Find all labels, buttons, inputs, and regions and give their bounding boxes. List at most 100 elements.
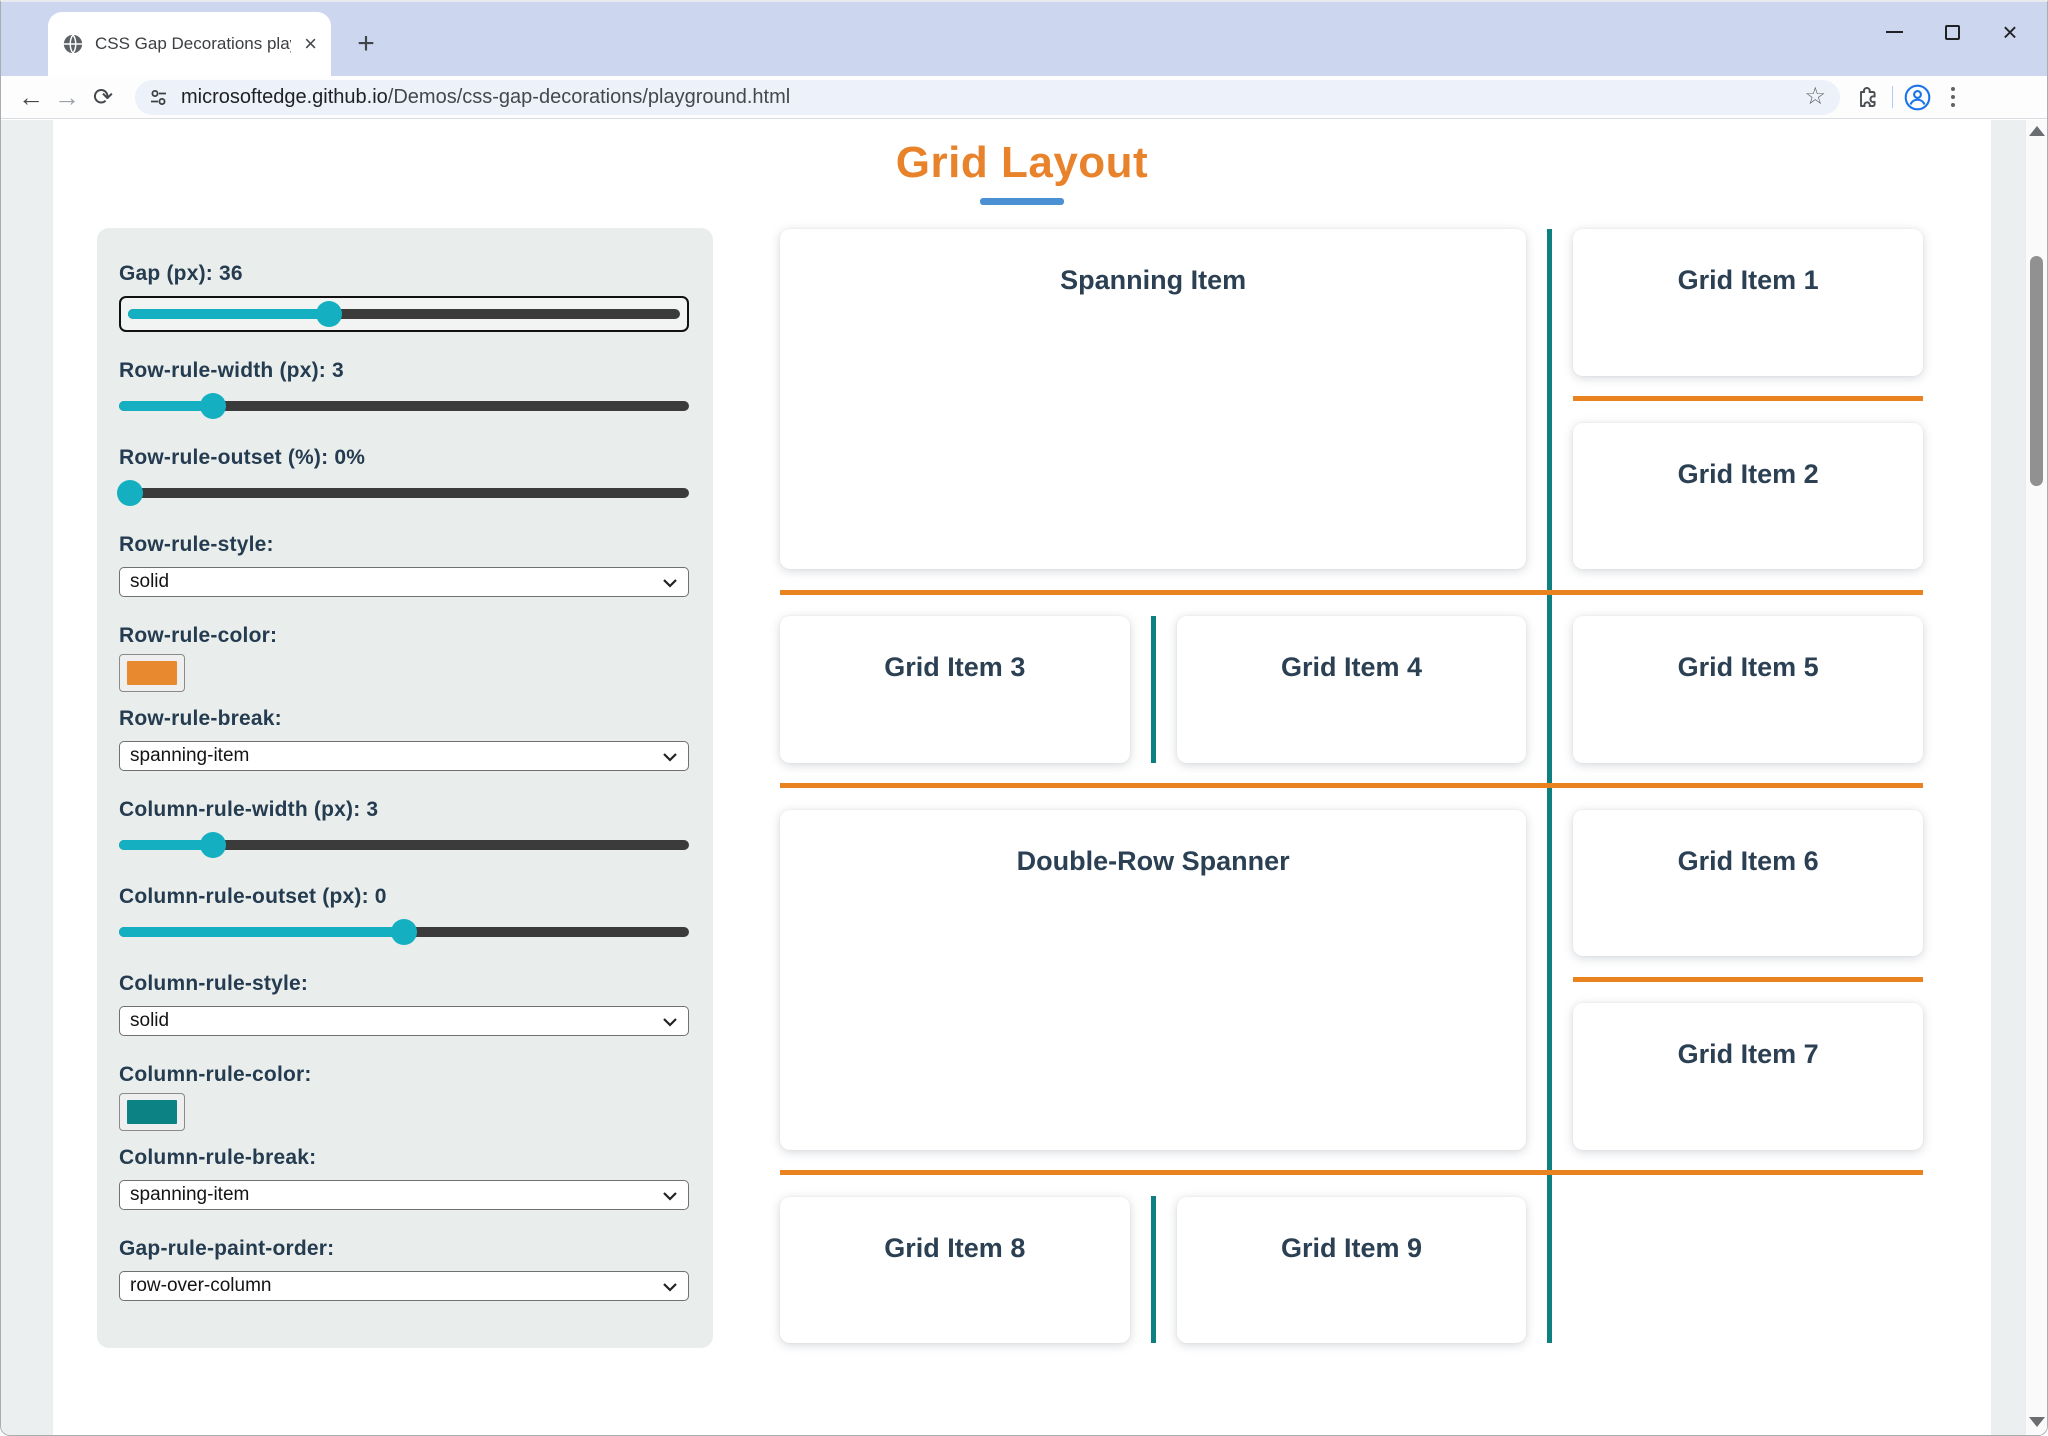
tab-title: CSS Gap Decorations playground <box>95 34 291 53</box>
window-minimize-button[interactable] <box>1865 2 1923 62</box>
row-rule-4 <box>1573 977 1923 982</box>
slider-thumb[interactable] <box>316 301 343 327</box>
row-rule-3 <box>780 783 1923 788</box>
back-icon: ← <box>18 81 44 112</box>
profile-button[interactable] <box>1899 79 1935 115</box>
column-rule-color-control: Column-rule-color: <box>119 1063 689 1131</box>
profile-avatar-icon <box>1904 84 1930 110</box>
row-rule-outset-slider[interactable] <box>117 480 689 506</box>
selected-value: spanning-item <box>130 1184 250 1205</box>
scroll-down-icon[interactable] <box>2029 1417 2045 1427</box>
row-rule-color-control: Row-rule-color: <box>119 624 689 692</box>
row-rule-color-picker[interactable] <box>119 654 185 692</box>
puzzle-icon <box>1860 87 1876 107</box>
scroll-up-icon[interactable] <box>2029 126 2045 136</box>
row-rule-style-label: Row-rule-style: <box>119 533 274 556</box>
slider-thumb[interactable] <box>117 480 144 506</box>
slider-thumb[interactable] <box>200 393 227 419</box>
row-rule-1 <box>1573 396 1923 401</box>
page-title: Grid Layout <box>895 138 1149 187</box>
row-rule-style-select[interactable]: solid <box>119 567 689 597</box>
grid-item-8: Grid Item 8 <box>780 1196 1130 1343</box>
browser-tab[interactable]: CSS Gap Decorations playground × <box>48 12 331 76</box>
slider-thumb[interactable] <box>200 832 227 858</box>
column-rule-outset-control: Column-rule-outset (px): 0 <box>119 885 689 945</box>
page-content: Grid Layout Gap (px): 36 Row-rule-width … <box>53 120 1991 1435</box>
grid-demo-area: Spanning Item Grid Item 1 Grid Item 2 Gr… <box>780 229 1923 1343</box>
selected-value: solid <box>130 1010 170 1031</box>
column-rule-style-label: Column-rule-style: <box>119 972 309 995</box>
title-underline <box>980 198 1064 205</box>
reload-button[interactable]: ⟳ <box>85 79 121 115</box>
column-rule-style-select[interactable]: solid <box>119 1006 689 1036</box>
bookmark-star-icon[interactable]: ☆ <box>1804 83 1826 110</box>
site-info-icon[interactable] <box>149 88 168 107</box>
gap-slider[interactable] <box>128 301 680 327</box>
window-maximize-button[interactable] <box>1923 2 1981 62</box>
grid-item-5: Grid Item 5 <box>1573 616 1923 763</box>
vertical-scrollbar[interactable] <box>2025 120 2047 1435</box>
column-rule-color-swatch <box>127 1100 177 1124</box>
forward-button[interactable]: → <box>49 79 85 115</box>
slider-thumb[interactable] <box>391 919 417 945</box>
grid-item-6: Grid Item 6 <box>1573 809 1923 956</box>
column-rule-break-control: Column-rule-break: spanning-item <box>119 1146 689 1210</box>
column-rule-color-picker[interactable] <box>119 1093 185 1131</box>
chevron-down-icon <box>662 1015 678 1029</box>
row-rule-width-slider[interactable] <box>119 393 689 419</box>
scrollbar-thumb[interactable] <box>2030 256 2043 486</box>
column-rule-outset-label: Column-rule-outset (px): 0 <box>119 885 387 908</box>
row-rule-outset-label: Row-rule-outset (%): 0% <box>119 446 366 469</box>
column-rule-width-slider[interactable] <box>119 832 689 858</box>
back-button[interactable]: ← <box>13 79 49 115</box>
gap-rule-paint-order-select[interactable]: row-over-column <box>119 1271 689 1301</box>
grid-item-9: Grid Item 9 <box>1176 1196 1527 1343</box>
row-rule-width-label: Row-rule-width (px): 3 <box>119 359 344 382</box>
globe-favicon-icon <box>62 33 84 55</box>
chevron-down-icon <box>662 576 678 590</box>
url-path: /Demos/css-gap-decorations/playground.ht… <box>387 85 791 108</box>
toolbar-right-cluster <box>1850 79 1971 115</box>
new-tab-button[interactable]: + <box>357 27 375 60</box>
chevron-down-icon <box>662 1280 678 1294</box>
kebab-menu-icon <box>1951 87 1955 107</box>
browser-menu-button[interactable] <box>1935 79 1971 115</box>
page-area: Grid Layout Gap (px): 36 Row-rule-width … <box>1 120 2047 1435</box>
row-rule-break-control: Row-rule-break: spanning-item <box>119 707 689 771</box>
close-icon: × <box>2002 17 2018 47</box>
column-rule-row6 <box>1151 1196 1156 1343</box>
grid-layout: Spanning Item Grid Item 1 Grid Item 2 Gr… <box>780 229 1923 1343</box>
chevron-down-icon <box>662 750 678 764</box>
column-rule-width-label: Column-rule-width (px): 3 <box>119 798 379 821</box>
grid-item-3: Grid Item 3 <box>780 616 1130 763</box>
grid-item-4: Grid Item 4 <box>1176 616 1527 763</box>
selected-value: solid <box>130 571 170 592</box>
url-bar[interactable]: microsoftedge.github.io/Demos/css-gap-de… <box>135 79 1840 115</box>
grid-item-2: Grid Item 2 <box>1573 422 1923 569</box>
row-rule-style-control: Row-rule-style: solid <box>119 533 689 597</box>
gap-label: Gap (px): 36 <box>119 262 243 285</box>
column-rule-break-label: Column-rule-break: <box>119 1146 317 1169</box>
extensions-button[interactable] <box>1850 79 1886 115</box>
url-text: microsoftedge.github.io/Demos/css-gap-de… <box>181 86 790 109</box>
selected-value: row-over-column <box>130 1275 272 1296</box>
row-rule-outset-control: Row-rule-outset (%): 0% <box>117 446 689 506</box>
row-rule-color-swatch <box>127 661 177 685</box>
tab-close-icon[interactable]: × <box>304 31 317 56</box>
forward-icon: → <box>54 81 80 112</box>
column-rule-break-select[interactable]: spanning-item <box>119 1180 689 1210</box>
window-controls: × <box>1865 2 2039 62</box>
maximize-icon <box>1944 24 1960 40</box>
row-rule-break-select[interactable]: spanning-item <box>119 741 689 771</box>
column-rule-outset-slider[interactable] <box>119 919 689 945</box>
window-close-button[interactable]: × <box>1981 2 2039 62</box>
column-rule-width-control: Column-rule-width (px): 3 <box>119 798 689 858</box>
grid-item-double-row-spanner: Double-Row Spanner <box>780 809 1527 1150</box>
column-rule-style-control: Column-rule-style: solid <box>119 972 689 1036</box>
reload-icon: ⟳ <box>92 83 114 111</box>
tab-strip: CSS Gap Decorations playground × + × <box>1 2 2047 76</box>
row-rule-5 <box>780 1170 1923 1175</box>
gap-control: Gap (px): 36 <box>119 262 689 332</box>
row-rule-break-label: Row-rule-break: <box>119 707 282 730</box>
